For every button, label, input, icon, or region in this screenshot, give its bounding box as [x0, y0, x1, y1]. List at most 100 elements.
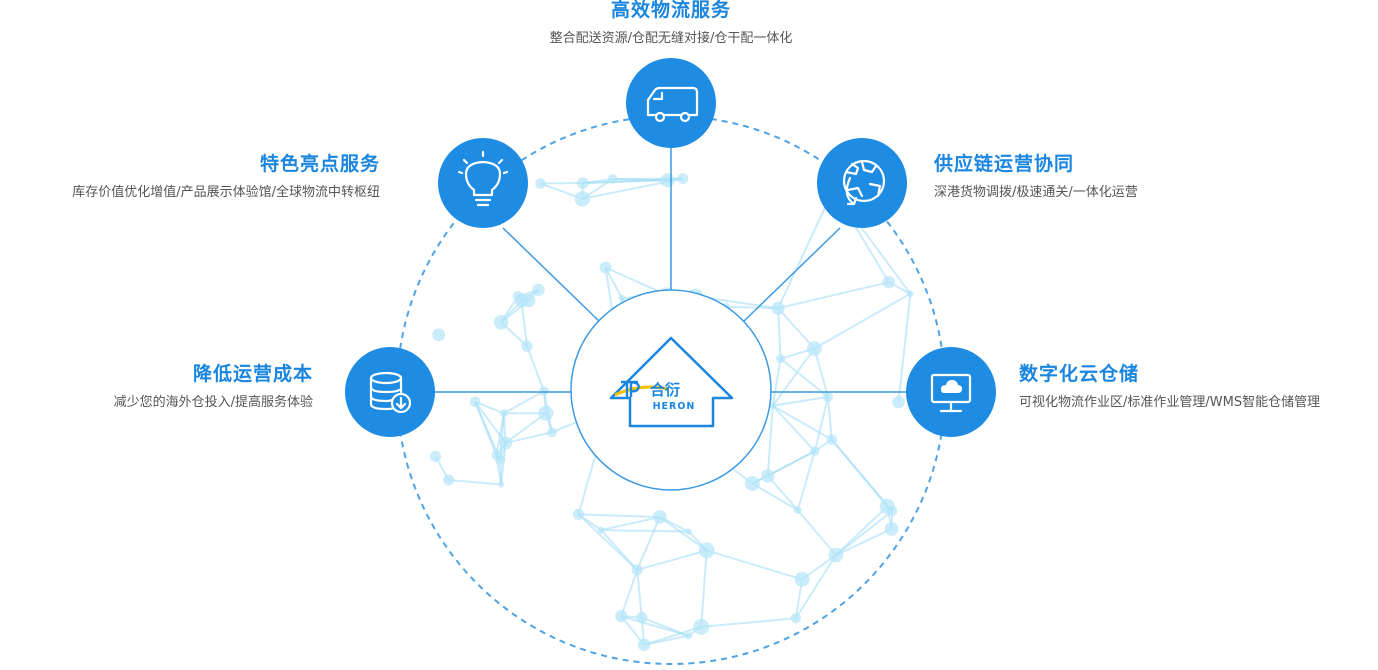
network-edge: [827, 396, 833, 440]
logo-mark: [621, 380, 640, 397]
network-node: [887, 505, 898, 517]
network-edge: [835, 510, 893, 556]
network-node: [577, 177, 589, 189]
network-edge: [526, 345, 545, 392]
network-node: [790, 613, 801, 624]
node-lower-left-circle: [345, 347, 435, 437]
network-edge: [600, 529, 638, 571]
network-node: [618, 294, 626, 302]
network-node: [698, 542, 715, 559]
network-edge: [796, 509, 837, 556]
network-node: [826, 434, 838, 445]
network-node: [685, 528, 692, 535]
network-edge: [772, 404, 833, 441]
network-node: [907, 290, 914, 297]
network-edge: [706, 549, 803, 581]
network-node: [443, 474, 455, 486]
node-lower-right-circle: [906, 347, 996, 437]
node-upper-left-text: 特色亮点服务 库存价值优化增值/产品展示体验馆/全球物流中转枢纽: [72, 152, 380, 202]
network-node: [677, 173, 689, 185]
network-edge: [474, 401, 502, 461]
network-edge: [777, 308, 782, 359]
network-edge: [771, 358, 782, 406]
network-node: [761, 469, 775, 483]
network-node: [532, 283, 545, 297]
network-edge: [777, 307, 816, 350]
network-edge: [777, 189, 835, 309]
network-node: [547, 427, 557, 438]
truck-icon: [646, 86, 699, 123]
node-upper-right-title: 供应链运营协同: [934, 153, 1075, 175]
network-edge: [505, 431, 553, 444]
network-node: [574, 191, 591, 207]
network-edge: [796, 450, 816, 511]
network-edge: [813, 348, 829, 398]
connector-upper-right: [742, 227, 841, 323]
connector-upper-left: [502, 227, 601, 323]
network-node: [572, 508, 585, 521]
network-edge: [621, 615, 689, 637]
network-edge: [794, 554, 837, 619]
network-edge: [505, 412, 547, 444]
network-edge: [779, 357, 829, 398]
database-download-icon: [369, 371, 412, 414]
network-edge: [448, 478, 502, 486]
network-node: [892, 395, 905, 409]
network-node: [512, 291, 524, 302]
network-node: [499, 409, 508, 418]
network-edge: [766, 405, 774, 476]
network-edge: [897, 293, 912, 403]
network-edge: [772, 395, 829, 407]
network-node: [539, 386, 549, 396]
network-edge: [620, 569, 639, 617]
network-node: [429, 450, 441, 462]
node-upper-left-circle: [438, 138, 528, 228]
network-node: [771, 301, 785, 315]
network-node: [469, 396, 481, 408]
node-top-text: 高效物流服务 整合配送资源/仓配无缝对接/仓干配一体化: [471, 0, 871, 48]
heron-logo: 合衍 HERON: [609, 336, 734, 428]
node-lower-left-text: 降低运营成本 减少您的海外仓投入/提高服务体验: [114, 362, 313, 412]
network-edge: [643, 625, 702, 646]
node-lower-right-text: 数字化云仓储 可视化物流作业区/标准作业管理/WMS智能仓储管理: [1019, 362, 1320, 412]
center-hub: [570, 289, 772, 491]
network-edge: [771, 347, 816, 407]
network-node: [521, 340, 533, 352]
network-edge: [700, 550, 708, 627]
node-upper-left-title: 特色亮点服务: [259, 153, 380, 175]
logo-subtitle: HERON: [653, 401, 696, 412]
network-edge: [636, 516, 661, 571]
network-node: [807, 341, 822, 356]
node-top-circle: [626, 58, 716, 148]
network-node: [660, 173, 675, 188]
network-edge: [600, 515, 660, 532]
network-node: [823, 391, 834, 402]
node-lower-right-title: 数字化云仓储: [1019, 363, 1140, 385]
network-node: [495, 454, 506, 465]
node-lower-left-desc: 减少您的海外仓投入/提高服务体验: [113, 395, 313, 410]
network-edge: [767, 475, 799, 511]
node-top-desc: 整合配送资源/仓配无缝对接/仓干配一体化: [549, 31, 793, 46]
network-edge: [520, 300, 528, 347]
network-node: [810, 446, 820, 456]
network-edge: [835, 528, 893, 557]
network-node: [498, 481, 505, 488]
cloud-monitor-icon: [930, 373, 972, 413]
node-upper-right-desc: 深港货物调拨/极速通关/一体化运营: [934, 185, 1138, 200]
network-edge: [813, 396, 829, 452]
network-edge: [601, 529, 689, 533]
network-node: [684, 632, 693, 640]
logo-name: 合衍: [649, 381, 680, 399]
network-edge: [751, 482, 799, 512]
node-upper-right-text: 供应链运营协同 深港货物调拨/极速通关/一体化运营: [934, 152, 1138, 202]
node-top-title: 高效物流服务: [610, 0, 731, 21]
network-node: [637, 638, 651, 652]
network-node: [538, 405, 554, 421]
network-edge: [777, 281, 890, 310]
network-node: [599, 261, 612, 274]
network-node: [744, 476, 760, 492]
network-node: [793, 506, 802, 515]
network-node: [597, 526, 605, 534]
